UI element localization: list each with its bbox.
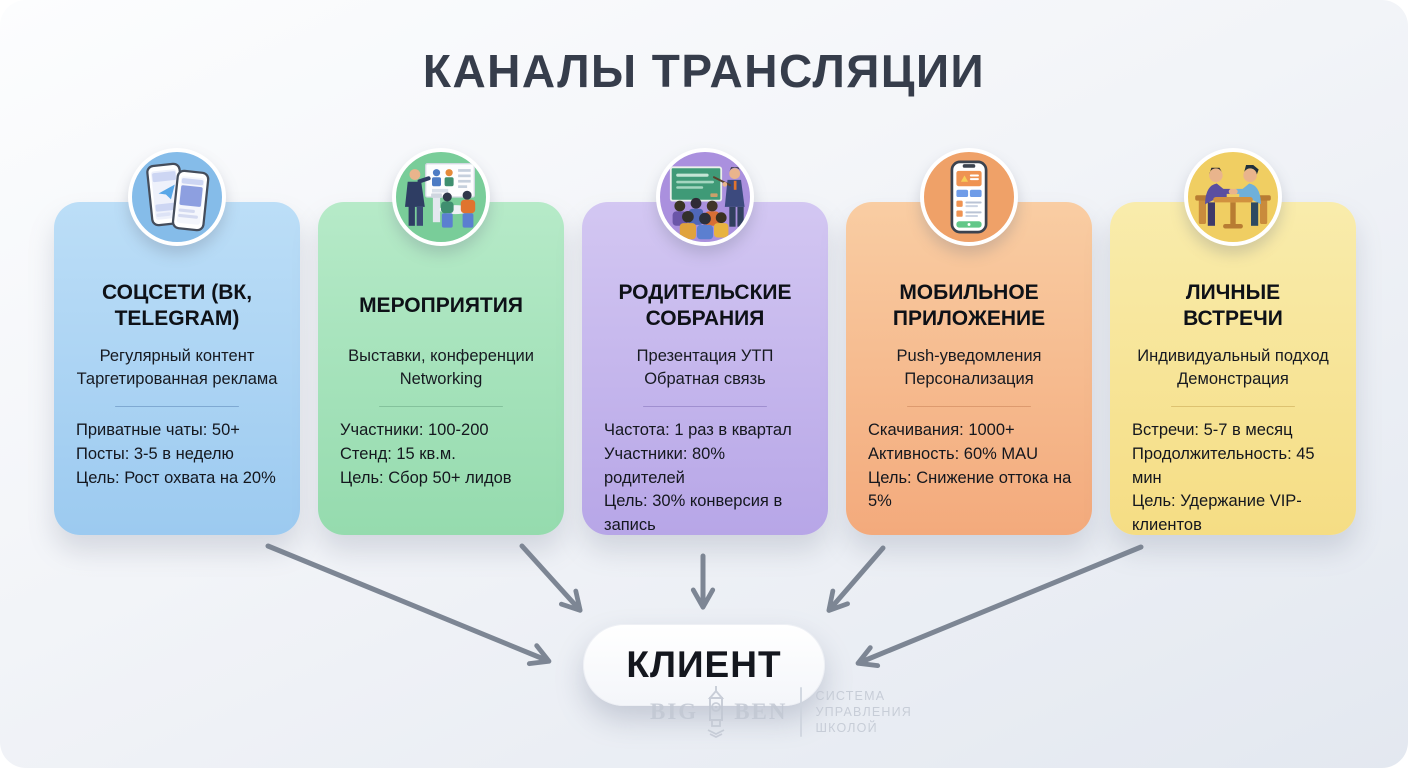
client-node: КЛИЕНТ [583,624,825,706]
arrow-social-to-client [265,543,552,667]
card-divider [906,405,1032,408]
subtitle-line: Таргетированная реклама [76,369,278,388]
logo-separator [800,687,803,737]
stat-line: Цель: Сбор 50+ лидов [340,468,512,487]
classroom-lecture-icon [669,166,745,240]
classroom-lecture-icon [656,148,754,246]
card-subtitle: Push-уведомления Персонализация [862,345,1076,391]
channel-card-social: СОЦСЕТИ (ВК, TELEGRAM) Регулярный контен… [54,148,300,535]
card-title: МЕРОПРИЯТИЯ [359,294,523,318]
brand-left: BIG [650,699,699,724]
tagline-line: ШКОЛОЙ [815,721,878,736]
subtitle-line: Push-уведомления [896,347,1042,365]
stat-line: Встречи: 5-7 в месяц [1132,421,1293,440]
bigben-tower-icon [707,686,725,739]
stat-line: Цель: Удержание VIP-клиентов [1132,492,1302,535]
arrow-mobile-app-to-client [826,545,886,613]
mobile-app-icon [950,160,988,234]
card-stats: Приватные чаты: 50+ Посты: 3-5 в неделю … [70,419,284,490]
subtitle-line: Networking [399,369,483,388]
stat-line: Цель: Снижение оттока на 5% [868,468,1072,511]
subtitle-line: Регулярный контент [99,347,255,365]
card-stats: Встречи: 5-7 в месяц Продолжительность: … [1126,419,1340,538]
bigben-logo: BIG BEN СИСТЕМА УПРАВЛЕНИЯ ШКОЛОЙ [650,684,912,740]
stat-line: Посты: 3-5 в неделю [76,444,234,463]
stat-line: Активность: 60% MAU [868,444,1039,463]
client-label: КЛИЕНТ [626,644,782,685]
card-stats: Частота: 1 раз в квартал Участники: 80% … [598,419,812,538]
stat-line: Участники: 100-200 [340,421,489,440]
card-subtitle: Регулярный контент Таргетированная рекла… [70,345,284,391]
stat-line: Стенд: 15 кв.м. [340,444,456,463]
stat-line: Скачивания: 1000+ [868,421,1015,440]
card-subtitle: Выставки, конференции Networking [334,345,548,391]
card-title: МОБИЛЬНОЕ ПРИЛОЖЕНИЕ [892,281,1046,330]
stat-line: Продолжительность: 45 мин [1132,444,1315,487]
logo-tagline: СИСТЕМА УПРАВЛЕНИЯ ШКОЛОЙ [815,688,912,737]
card-divider [1170,405,1296,408]
subtitle-line: Персонализация [904,369,1034,388]
conference-presentation-icon [405,163,476,228]
one-on-one-meeting-icon [1195,165,1271,229]
card-divider [378,405,504,408]
mobile-app-icon [920,148,1018,246]
bigben-wordmark: BIG BEN [650,684,787,740]
smartphones-social-icon [128,148,226,246]
stat-line: Цель: Рост охвата на 20% [76,468,276,487]
card-subtitle: Презентация УТП Обратная связь [598,345,812,391]
card-title: ЛИЧНЫЕ ВСТРЕЧИ [1183,281,1283,330]
card-title: СОЦСЕТИ (ВК, TELEGRAM) [101,281,253,330]
subtitle-line: Презентация УТП [636,347,774,365]
card-title: РОДИТЕЛЬСКИЕ СОБРАНИЯ [618,281,792,330]
subtitle-line: Индивидуальный подход [1137,347,1329,365]
card-subtitle: Индивидуальный подход Демонстрация [1126,345,1340,391]
conference-presentation-icon [392,148,490,246]
smartphones-social-icon [146,162,210,232]
channel-card-parent-meetings: РОДИТЕЛЬСКИЕ СОБРАНИЯ Презентация УТП Об… [582,148,828,538]
channel-card-events: МЕРОПРИЯТИЯ Выставки, конференции Networ… [318,148,564,535]
subtitle-line: Демонстрация [1177,369,1289,388]
one-on-one-meeting-icon [1184,148,1282,246]
tagline-line: СИСТЕМА [815,688,886,703]
channel-card-personal-meetings: ЛИЧНЫЕ ВСТРЕЧИ Индивидуальный подход Дем… [1110,148,1356,538]
card-stats: Участники: 100-200 Стенд: 15 кв.м. Цель:… [334,419,548,490]
page-title: КАНАЛЫ ТРАНСЛЯЦИИ [422,45,986,97]
card-divider [114,405,240,408]
stat-line: Приватные чаты: 50+ [76,421,240,440]
subtitle-line: Выставки, конференции [348,347,534,365]
tagline-line: УПРАВЛЕНИЯ [815,704,913,719]
stat-line: Цель: 30% конверсия в запись [604,492,783,535]
brand-right: BEN [734,699,788,724]
subtitle-line: Обратная связь [644,369,766,388]
card-divider [642,405,768,408]
arrow-events-to-client [519,543,583,613]
channel-cards-row: СОЦСЕТИ (ВК, TELEGRAM) Регулярный контен… [54,148,1356,538]
stat-line: Частота: 1 раз в квартал [604,421,792,440]
arrow-personal-meetings-to-client [855,544,1144,669]
card-stats: Скачивания: 1000+ Активность: 60% MAU Це… [862,419,1076,514]
channel-card-mobile-app: МОБИЛЬНОЕ ПРИЛОЖЕНИЕ Push-уведомления Пе… [846,148,1092,535]
stat-line: Участники: 80% родителей [604,444,726,487]
